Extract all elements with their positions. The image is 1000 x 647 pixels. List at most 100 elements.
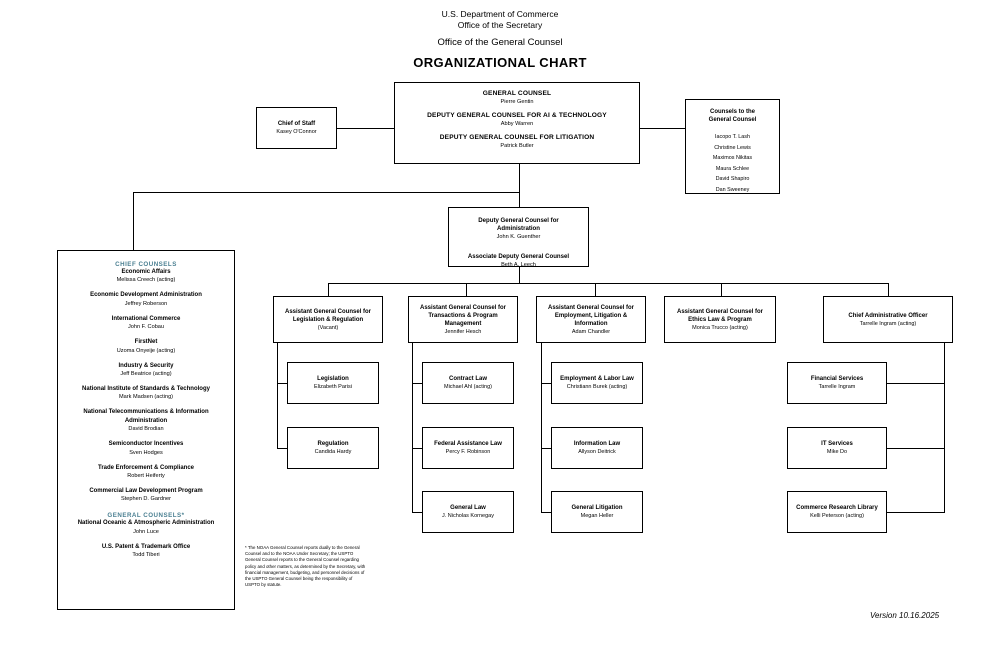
connector-drop-col-1	[328, 283, 329, 296]
version-label: Version 10.16.2025	[870, 611, 940, 620]
column-head-name: Tarrelle Ingram (acting)	[859, 320, 917, 327]
counsels-title-line-2: General Counsel	[708, 117, 757, 123]
connector-stub-c2-1	[412, 383, 423, 384]
dgc-ai-group: DEPUTY GENERAL COUNSEL FOR AI & TECHNOLO…	[395, 112, 639, 127]
column-child-name: Tarrelle Ingram	[818, 384, 856, 390]
column-child-name: Kelli Peterson (acting)	[810, 513, 864, 519]
counsel-person-name: Todd Tiberi	[132, 552, 160, 559]
column-child-title: Regulation	[317, 441, 349, 447]
counsel-unit-name: Trade Enforcement & Compliance	[97, 464, 195, 471]
column-child-title: Contract Law	[448, 376, 487, 382]
connector-stub-c1-1	[277, 383, 288, 384]
connector-bus-chief-counsels	[133, 192, 520, 193]
column-child-title: Employment & Labor Law	[560, 376, 634, 382]
office-name: Office of the General Counsel	[437, 37, 563, 48]
column-head-name: (Vacant)	[317, 324, 339, 331]
counsel-member: Dan Sweeney	[715, 186, 750, 193]
connector-gc-counsels	[640, 128, 685, 129]
counsels-title-line-1: Counsels to the	[709, 109, 755, 115]
counsel-unit-name: Semiconductor Incentives	[108, 441, 184, 448]
column-head-title: Assistant General Counsel for Legislatio…	[284, 308, 372, 323]
counsel-person-name: Jeff Beatrice (acting)	[120, 371, 172, 378]
dgc-litigation-name: Patrick Butler	[500, 143, 534, 149]
connector-stub-c5-2	[887, 448, 944, 449]
connector-spine-col-5	[944, 343, 945, 513]
counsel-unit-name: National Oceanic & Atmospheric Administr…	[77, 520, 215, 527]
agency-line-1: U.S. Department of Commerce	[441, 9, 559, 19]
dgc-ai-name: Abby Warren	[500, 121, 534, 127]
connector-stub-c3-1	[541, 383, 551, 384]
counsel-unit-name: Economic Development Administration	[90, 292, 202, 299]
column-head-title: Assistant General Counsel for Transactio…	[419, 304, 507, 327]
dgc-ai-title: DEPUTY GENERAL COUNSEL FOR AI & TECHNOLO…	[427, 112, 607, 119]
connector-spine-col-3	[541, 343, 542, 513]
assoc-dep-group: Associate Deputy General Counsel Beth A.…	[449, 253, 588, 270]
chief-of-staff-title: Chief of Staff	[277, 121, 316, 127]
column-child-title: IT Services	[821, 441, 853, 447]
column-head-name: Monica Trucco (acting)	[692, 324, 748, 331]
counsel-person-name: Uzoma Onyeije (acting)	[116, 347, 176, 354]
column-child-name: Candida Hardy	[314, 449, 352, 455]
column-child-name: Elizabeth Parisi	[314, 384, 352, 390]
assoc-dep-name: Beth A. Leech	[501, 262, 536, 268]
connector-stub-c2-3	[412, 512, 423, 513]
counsel-person-name: Jeffrey Roberson	[124, 300, 168, 307]
general-counsel-box: GENERAL COUNSEL Pierre Gentin DEPUTY GEN…	[394, 82, 640, 164]
counsel-unit-name: FirstNet	[134, 339, 158, 346]
dep-admin-title-line-2: Administration	[497, 225, 540, 232]
chief-of-staff-name: Kasey O'Connor	[276, 129, 317, 135]
column-head-box: Assistant General Counsel for Ethics Law…	[664, 296, 776, 343]
counsel-person-name: Melissa Creech (acting)	[116, 277, 176, 284]
column-child-title: Commerce Research Library	[796, 505, 878, 511]
general-counsels-list: National Oceanic & Atmospheric Administr…	[62, 519, 230, 559]
counsel-member: Iacopo T. Lash	[715, 134, 750, 140]
deputy-general-counsel-administration-box: Deputy General Counsel for Administratio…	[448, 207, 589, 270]
connector-stub-c5-3	[887, 512, 944, 513]
column-child-name: J. Nicholas Kornegay	[442, 513, 494, 519]
column-child-name: Megan Heller	[580, 513, 614, 519]
general-counsel-name: Pierre Gentin	[500, 99, 534, 105]
dep-admin-title-line-1: Deputy General Counsel for	[478, 217, 559, 224]
column-head-name: Adam Chandler	[571, 328, 611, 335]
connector-stub-c2-2	[412, 448, 423, 449]
counsel-unit-name: Industry & Security	[118, 362, 174, 369]
counsel-person-name: David Brodian	[128, 426, 164, 433]
connector-stub-c5-1	[887, 383, 944, 384]
connector-drop-col-2	[466, 283, 467, 296]
counsel-person-name: John Luce	[133, 528, 159, 535]
general-counsel-group: GENERAL COUNSEL Pierre Gentin	[395, 90, 639, 105]
column-head-title: Chief Administrative Officer	[848, 312, 928, 319]
connector-stub-c1-2	[277, 448, 288, 449]
connector-drop-col-3	[595, 283, 596, 296]
column-child-name: Allyson Deitrick	[578, 449, 616, 455]
counsel-unit-name: International Commerce	[111, 315, 181, 322]
counsel-person-name: Robert Heiferty	[127, 473, 165, 480]
counsel-unit-name: National Institute of Standards & Techno…	[82, 386, 210, 393]
connector-drop-col-5	[888, 283, 889, 296]
column-child-name: Michael Ahl (acting)	[444, 384, 492, 390]
agency-line-2: Office of the Secretary	[457, 20, 543, 30]
column-child-title: Federal Assistance Law	[434, 441, 502, 447]
chief-counsels-heading: CHIEF COUNSELS	[115, 261, 177, 268]
counsels-to-general-counsel-box: Counsels to the General Counsel Iacopo T…	[685, 99, 780, 194]
connector-drop-col-4	[721, 283, 722, 296]
counsel-unit-name: Commercial Law Development Program	[89, 488, 203, 495]
column-child-title: Financial Services	[810, 376, 864, 382]
connector-spine-col-2	[412, 343, 413, 513]
column-child-name: Christiann Burek (acting)	[566, 384, 628, 390]
connector-stub-c3-2	[541, 448, 551, 449]
counsel-person-name: Stephen D. Gardner	[120, 496, 172, 503]
